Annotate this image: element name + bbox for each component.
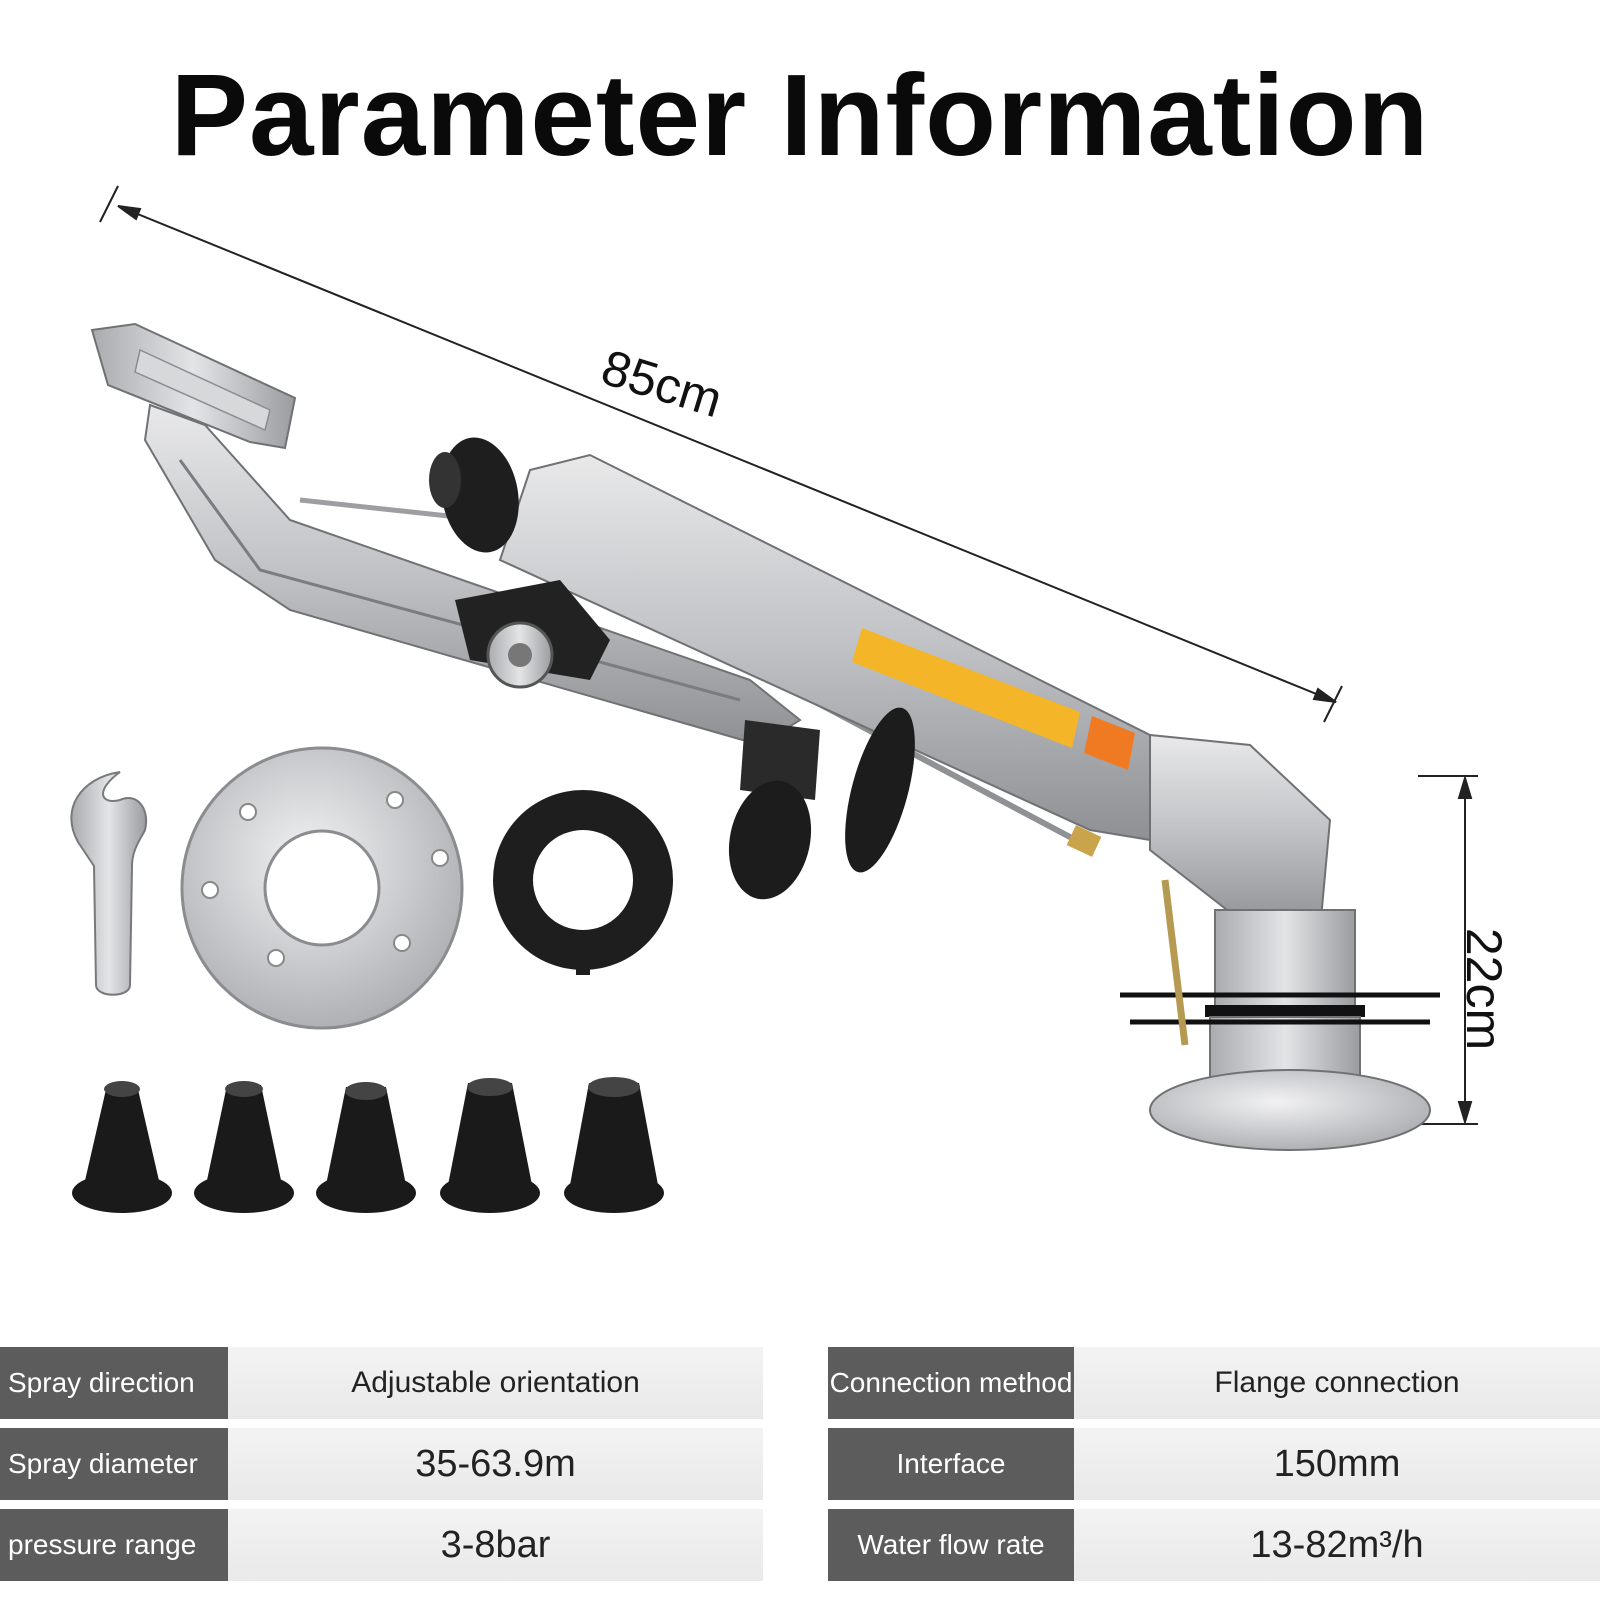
nozzle-2 xyxy=(194,1081,294,1213)
spec-value: Adjustable orientation xyxy=(228,1347,763,1419)
spec-key: Water flow rate xyxy=(828,1509,1074,1581)
wrench-accessory xyxy=(70,771,148,996)
table-row: Connection method Flange connection xyxy=(828,1347,1600,1419)
length-dimension-line xyxy=(99,185,1343,723)
nozzle-set xyxy=(72,1077,664,1213)
spec-value: Flange connection xyxy=(1074,1347,1600,1419)
table-row: Water flow rate 13-82m³/h xyxy=(828,1509,1600,1581)
table-row: Interface 150mm xyxy=(828,1428,1600,1500)
nozzle-4 xyxy=(440,1078,540,1213)
nozzle-3 xyxy=(316,1082,416,1213)
sprinkler-gun xyxy=(90,322,1440,1151)
height-label: 22cm xyxy=(1456,927,1512,1051)
table-row: Spray direction Adjustable orientation xyxy=(0,1347,763,1419)
spec-table-left: Spray direction Adjustable orientation S… xyxy=(0,1347,763,1590)
height-dimension-line xyxy=(1418,774,1478,1126)
table-row: Spray diameter 35-63.9m xyxy=(0,1428,763,1500)
spec-key: Spray diameter xyxy=(0,1428,228,1500)
nozzle-5 xyxy=(564,1077,664,1213)
spec-value: 150mm xyxy=(1074,1428,1600,1500)
rubber-gasket-accessory xyxy=(493,790,673,975)
spec-key: Interface xyxy=(828,1428,1074,1500)
spec-value: 3-8bar xyxy=(228,1509,763,1581)
spec-key: Connection method xyxy=(828,1347,1074,1419)
table-row: pressure range 3-8bar xyxy=(0,1509,763,1581)
product-illustration xyxy=(70,185,1478,1213)
page-title: Parameter Information xyxy=(170,50,1430,180)
yellow-band xyxy=(852,628,1080,748)
nozzle-1 xyxy=(72,1081,172,1213)
spec-table-right: Connection method Flange connection Inte… xyxy=(828,1347,1600,1590)
orange-band xyxy=(1084,716,1135,770)
spec-value: 13-82m³/h xyxy=(1074,1509,1600,1581)
spec-key: Spray direction xyxy=(0,1347,228,1419)
spec-key: pressure range xyxy=(0,1509,228,1581)
spec-value: 35-63.9m xyxy=(228,1428,763,1500)
flange-plate-accessory xyxy=(180,746,464,1030)
